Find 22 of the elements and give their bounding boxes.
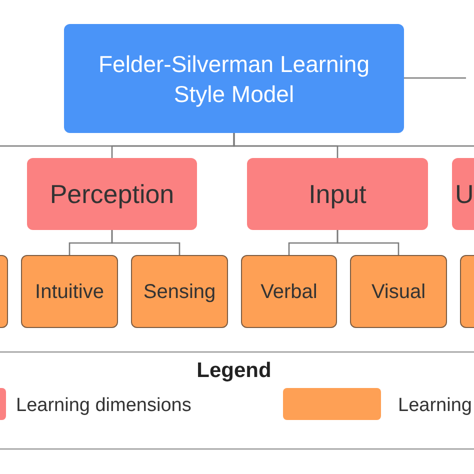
style-box	[21, 255, 118, 328]
connector-line	[0, 133, 235, 147]
node-label: Perception	[50, 178, 174, 210]
style-box	[241, 255, 337, 328]
node-label: Sensing	[143, 280, 216, 304]
style-box	[350, 255, 447, 328]
connector-line	[111, 230, 180, 255]
node-label: Felder-Silverman Learning Style Model	[97, 50, 370, 108]
legend-title: Legend	[196, 358, 272, 384]
dimension-box	[247, 158, 428, 230]
legend-label: Learning dimensions	[16, 394, 192, 418]
connector-line	[404, 77, 466, 79]
node-label: Input	[308, 178, 366, 210]
dimension-box	[27, 158, 197, 230]
node-label: Visual	[371, 280, 426, 304]
model-box	[64, 24, 404, 133]
node-label: Verbal	[260, 280, 318, 304]
legend-label: Learning	[398, 394, 472, 418]
node-label: Intuitive	[35, 280, 104, 304]
style-box	[131, 255, 228, 328]
node-label: U	[455, 178, 474, 210]
connector-line	[336, 230, 400, 255]
